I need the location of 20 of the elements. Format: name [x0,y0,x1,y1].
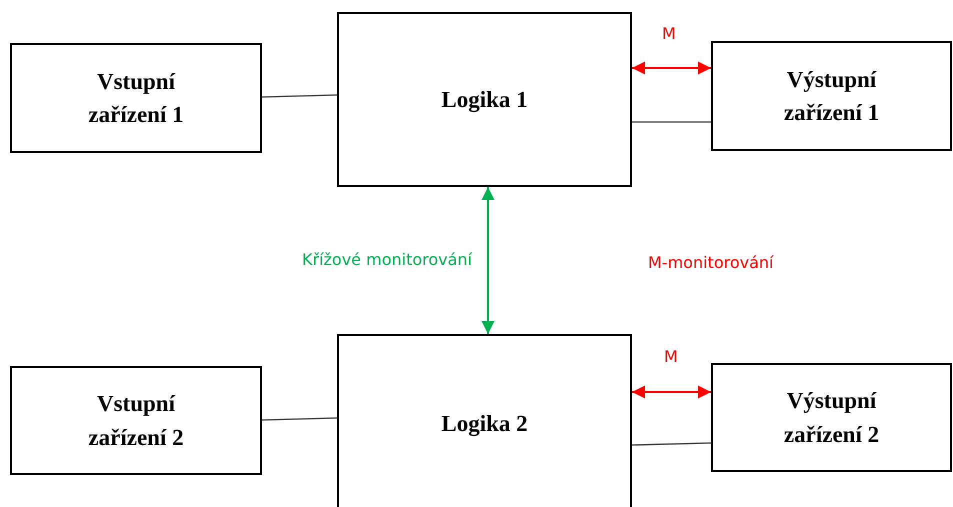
box-title: Logika 2 [441,410,528,438]
arrow [632,386,711,398]
process-box [10,43,262,153]
process-box [10,366,262,475]
box-title: Vstupní zařízení 2 [87,390,185,452]
connector-line [632,442,712,446]
connector-line [262,417,338,421]
box-title: Vstupní zařízení 1 [87,68,185,129]
box-title: Výstupní zařízení 1 [782,66,880,127]
box-title: Výstupní zařízení 2 [782,387,880,448]
connector-line [262,94,338,98]
box-title: Logika 1 [441,86,528,114]
connector-line [632,121,711,123]
process-box [337,334,632,507]
process-box [337,12,632,187]
arrow [632,62,711,74]
process-box [711,41,952,151]
arrow [482,187,494,334]
process-box [711,363,952,472]
note-label: M-monitorování [648,253,774,272]
